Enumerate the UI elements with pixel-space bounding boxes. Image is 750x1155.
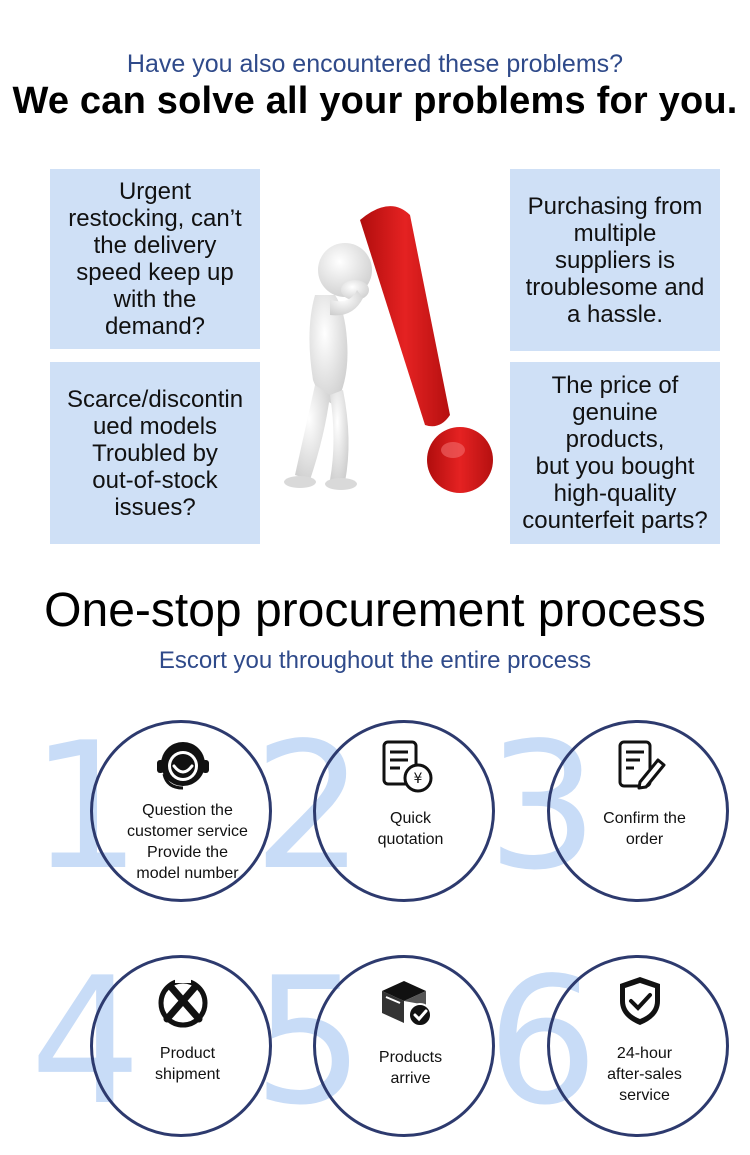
step-label: Question the customer service Provide th… bbox=[127, 802, 248, 882]
problem-text: Purchasing from multiple suppliers is tr… bbox=[525, 192, 705, 328]
problem-box-restocking: Urgent restocking, can’t the delivery sp… bbox=[50, 169, 260, 349]
headset-icon bbox=[157, 742, 209, 790]
intro-subtitle: Have you also encountered these problems… bbox=[126, 50, 624, 78]
step-circle bbox=[547, 955, 729, 1137]
step-circle bbox=[90, 720, 272, 902]
step-label: Confirm the order bbox=[603, 810, 686, 848]
shipment-icon bbox=[158, 975, 208, 1028]
process-title: One-stop procurement process bbox=[44, 584, 706, 637]
step-circle bbox=[547, 720, 729, 902]
worried-person-exclamation-illustration bbox=[284, 206, 493, 493]
problem-box-multiple-suppliers: Purchasing from multiple suppliers is tr… bbox=[510, 169, 720, 351]
step-circle bbox=[90, 955, 272, 1137]
problem-box-discontinued: Scarce/discontin ued models Troubled by … bbox=[50, 362, 260, 544]
step-6: 6 24-hour after-sales service bbox=[487, 955, 737, 1155]
shield-check-icon bbox=[620, 977, 660, 1025]
step-2: 2 ¥ Quick quotation bbox=[253, 720, 503, 920]
step-label: Products arrive bbox=[378, 1049, 443, 1087]
process-subtitle: Escort you throughout the entire process bbox=[158, 647, 592, 674]
edit-document-icon bbox=[618, 740, 666, 790]
step-4: 4 Product shipment bbox=[30, 955, 280, 1155]
step-3: 3 Confirm the order bbox=[487, 720, 737, 920]
step-label: Quick quotation bbox=[377, 810, 444, 848]
step-label: Product shipment bbox=[155, 1045, 220, 1083]
problem-text: Urgent restocking, can’t the delivery sp… bbox=[68, 178, 242, 340]
package-check-icon bbox=[382, 981, 432, 1027]
step-1: 1 Question the customer service Provide … bbox=[30, 720, 280, 920]
step-label: 24-hour after-sales service bbox=[607, 1045, 682, 1104]
step-circle bbox=[313, 955, 495, 1137]
problem-box-counterfeit: The price of genuine products, but you b… bbox=[510, 362, 720, 544]
problem-text: Scarce/discontin ued models Troubled by … bbox=[66, 385, 244, 521]
intro-title: We can solve all your problems for you. bbox=[12, 80, 738, 122]
problem-text: The price of genuine products, but you b… bbox=[522, 372, 708, 534]
quote-document-icon: ¥ bbox=[382, 740, 433, 793]
svg-text:¥: ¥ bbox=[414, 771, 423, 787]
step-circle bbox=[313, 720, 495, 902]
step-5: 5 Products arrive bbox=[253, 955, 503, 1155]
